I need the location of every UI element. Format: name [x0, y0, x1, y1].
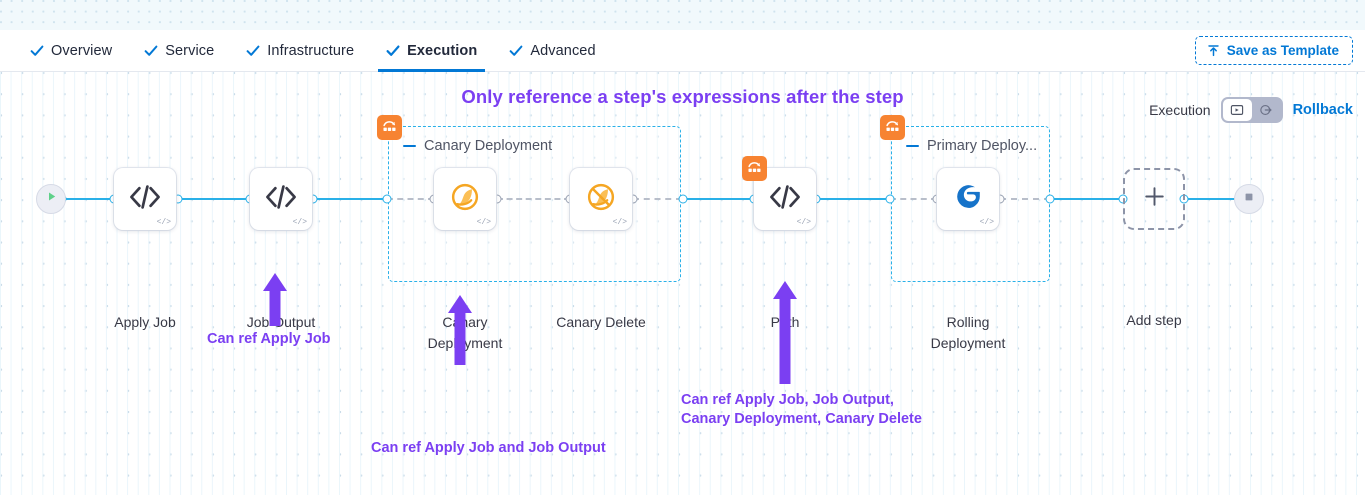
code-icon — [128, 184, 162, 215]
pipeline-tab-bar: Overview Service Infrastructure Executio… — [0, 30, 1365, 72]
save-as-template-button[interactable]: Save as Template — [1194, 36, 1353, 65]
group-header-canary-deployment: Canary Deployment — [403, 138, 552, 154]
edge-add-step-to-end — [1184, 198, 1249, 200]
node-label-canary-delete: Canary Delete — [556, 314, 646, 330]
node-apply-job[interactable]: </> — [114, 168, 176, 230]
tab-label: Advanced — [530, 42, 596, 59]
tab-label: Execution — [407, 42, 478, 59]
group-header-primary-deployment: Primary Deploy... — [906, 138, 1037, 154]
node-label-add-step: Add step — [1126, 312, 1182, 328]
edge-group-out-to-path — [682, 198, 754, 200]
pipeline-end-node[interactable] — [1234, 184, 1264, 214]
code-badge-icon: </> — [476, 218, 491, 227]
execution-play-window-icon — [1230, 103, 1244, 117]
code-badge-icon: </> — [156, 218, 171, 227]
edge-rolling-to-primary-out — [1000, 198, 1050, 200]
tab-overview[interactable]: Overview — [14, 30, 128, 71]
code-icon — [768, 184, 802, 215]
pipeline-canvas[interactable]: Only reference a step's expressions afte… — [0, 72, 1365, 495]
note-path: Can ref Apply Job, Job Output,Canary Dep… — [681, 392, 922, 427]
code-badge-icon: </> — [979, 218, 994, 227]
code-badge-icon: </> — [796, 218, 811, 227]
check-icon — [246, 44, 260, 58]
check-icon — [30, 44, 44, 58]
edge-job-output-to-group — [313, 198, 386, 200]
arrow-to-job-output — [262, 272, 288, 332]
check-icon — [386, 44, 400, 58]
rollback-link[interactable]: Rollback — [1292, 102, 1353, 118]
tab-advanced[interactable]: Advanced — [493, 30, 611, 71]
stop-square-icon — [1243, 190, 1255, 208]
node-job-output[interactable]: </> — [250, 168, 312, 230]
node-canary-delete[interactable]: </> — [570, 168, 632, 230]
step-group-icon — [742, 156, 767, 181]
note-job-output: Can ref Apply Job — [207, 331, 331, 347]
node-label-apply-job: Apply Job — [114, 314, 176, 330]
canary-swirl-slash-icon — [585, 181, 617, 218]
step-group-icon — [377, 115, 402, 140]
rolling-deployment-icon — [953, 181, 984, 217]
headline-annotation: Only reference a step's expressions afte… — [461, 86, 904, 107]
arrow-to-canary-deployment — [447, 294, 473, 371]
port[interactable] — [885, 194, 895, 204]
check-icon — [509, 44, 523, 58]
step-group-icon — [880, 115, 905, 140]
execution-rollback-switch: Execution — [1149, 97, 1353, 123]
execution-mode-toggle[interactable] — [1220, 97, 1283, 123]
tab-label: Overview — [51, 42, 113, 59]
pipeline-start-node[interactable] — [36, 184, 66, 214]
tab-service[interactable]: Service — [128, 30, 230, 71]
arrow-to-path — [772, 280, 798, 390]
edge-start-to-apply-job — [62, 198, 114, 200]
edge-path-to-primary-group — [816, 198, 891, 200]
note-canary-deployment: Can ref Apply Job and Job Output — [371, 440, 606, 456]
group-title: Primary Deploy... — [927, 138, 1038, 154]
rollback-arrow-icon — [1259, 103, 1273, 117]
node-label-job-output: Job Output — [246, 314, 316, 330]
port[interactable] — [678, 194, 688, 204]
canary-swirl-icon — [449, 181, 481, 218]
group-title: Canary Deployment — [424, 138, 553, 154]
code-icon — [264, 184, 298, 215]
check-icon — [144, 44, 158, 58]
node-path[interactable]: </> — [742, 156, 816, 230]
tab-execution[interactable]: Execution — [370, 30, 493, 72]
tab-list: Overview Service Infrastructure Executio… — [0, 30, 612, 72]
execution-label: Execution — [1149, 102, 1211, 118]
group-canary-deployment[interactable]: Canary Deployment — [377, 115, 681, 282]
code-badge-icon: </> — [292, 218, 307, 227]
plus-icon — [1142, 184, 1167, 214]
toggle-execution-option[interactable] — [1222, 99, 1252, 121]
edge-primary-in-to-rolling — [890, 198, 937, 200]
edge-canary-deployment-to-canary-delete — [497, 198, 570, 200]
node-canary-deployment[interactable]: </> — [434, 168, 496, 230]
tab-infrastructure[interactable]: Infrastructure — [230, 30, 370, 71]
canvas-top-strip — [0, 0, 1365, 30]
collapse-dash-icon[interactable] — [403, 144, 416, 148]
code-badge-icon: </> — [612, 218, 627, 227]
toggle-rollback-option[interactable] — [1252, 99, 1281, 121]
play-icon — [45, 190, 58, 208]
port[interactable] — [382, 194, 392, 204]
node-rolling-deployment[interactable]: </> — [937, 168, 999, 230]
tab-label: Service — [165, 42, 215, 59]
edge-group-in-to-canary-deployment — [387, 198, 434, 200]
collapse-dash-icon[interactable] — [906, 144, 919, 148]
edge-canary-delete-to-group-out — [633, 198, 682, 200]
pipeline-graph: Canary Deployment Primary Deploy... — [0, 72, 1365, 495]
port[interactable] — [1045, 194, 1055, 204]
upload-icon — [1207, 44, 1220, 57]
edge-primary-out-to-add-step — [1050, 198, 1123, 200]
tab-label: Infrastructure — [267, 42, 355, 59]
add-step-button[interactable] — [1123, 168, 1185, 230]
save-as-template-label: Save as Template — [1226, 43, 1339, 58]
edge-apply-job-to-job-output — [178, 198, 250, 200]
